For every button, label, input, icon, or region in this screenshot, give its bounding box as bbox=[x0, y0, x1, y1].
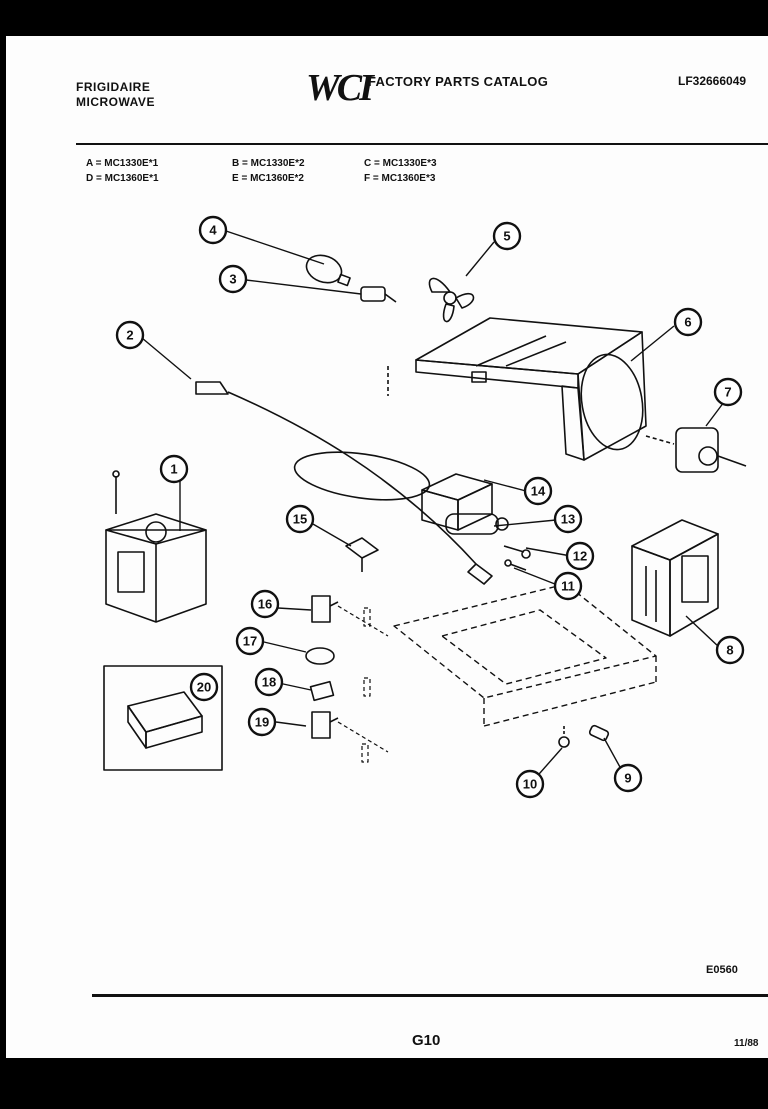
base-plate-outline bbox=[393, 583, 657, 727]
brand-name: FRIGIDAIRE bbox=[76, 80, 151, 94]
part-callout: 17 bbox=[235, 626, 265, 656]
exploded-parts-diagram: 1 2 3 4 5 6 7 8 9 10 11 bbox=[103, 215, 747, 799]
catalog-number: LF32666049 bbox=[678, 74, 747, 88]
air-duct-bracket-part bbox=[387, 317, 647, 461]
model-column-1: A = MC1330E*1 D = MC1360E*1 bbox=[86, 156, 159, 186]
catalog-page: FRIGIDAIRE MICROWAVE WCI FACTORY PARTS C… bbox=[6, 36, 768, 1058]
clip-part bbox=[345, 537, 379, 572]
model-column-3: C = MC1330E*3 F = MC1360E*3 bbox=[364, 156, 437, 186]
part-callout: 3 bbox=[218, 264, 248, 294]
part-callout: 4 bbox=[198, 215, 228, 245]
brand-block: FRIGIDAIRE MICROWAVE bbox=[76, 80, 155, 110]
callout-number: 12 bbox=[573, 549, 587, 564]
page-number: G10 bbox=[412, 1032, 441, 1049]
callout-number: 19 bbox=[255, 715, 269, 730]
model-column-2: B = MC1330E*2 E = MC1360E*2 bbox=[232, 156, 305, 186]
door-switch-part bbox=[309, 680, 335, 702]
capacitor-part bbox=[445, 513, 509, 535]
switch-mounting-slots bbox=[337, 605, 389, 763]
part-callout: 11 bbox=[553, 571, 583, 601]
model-code: C = MC1330E*3 bbox=[364, 158, 437, 169]
callout-number: 20 bbox=[197, 680, 211, 695]
callout-number: 3 bbox=[229, 272, 236, 287]
catalog-title: FACTORY PARTS CATALOG bbox=[368, 74, 549, 89]
callout-number: 9 bbox=[624, 771, 631, 786]
fan-blade-part bbox=[428, 277, 475, 323]
model-code: A = MC1330E*1 bbox=[86, 158, 159, 169]
part-callout: 18 bbox=[254, 667, 284, 697]
monitor-switch-part bbox=[311, 711, 339, 739]
callout-number: 16 bbox=[258, 597, 272, 612]
control-panel-box bbox=[103, 665, 223, 771]
lamp-socket-part bbox=[360, 286, 397, 303]
model-code: E = MC1360E*2 bbox=[232, 173, 304, 184]
callout-number: 1 bbox=[170, 462, 177, 477]
callout-number: 5 bbox=[503, 229, 510, 244]
drawing-code: E0560 bbox=[706, 964, 738, 976]
part-callout: 5 bbox=[492, 221, 522, 251]
part-callout: 20 bbox=[189, 672, 219, 702]
base-screw-part bbox=[558, 726, 570, 748]
part-callout: 19 bbox=[247, 707, 277, 737]
callout-number: 2 bbox=[126, 328, 133, 343]
thermostat-part bbox=[305, 647, 335, 665]
fan-motor-part bbox=[645, 427, 747, 473]
part-callout: 7 bbox=[713, 377, 743, 407]
catalog-date: 11/88 bbox=[734, 1038, 759, 1049]
model-code: D = MC1360E*1 bbox=[86, 173, 159, 184]
part-callout: 16 bbox=[250, 589, 280, 619]
part-callout: 14 bbox=[523, 476, 553, 506]
callout-number: 11 bbox=[561, 579, 575, 594]
part-callout: 15 bbox=[285, 504, 315, 534]
callout-number: 8 bbox=[726, 643, 733, 658]
model-code: B = MC1330E*2 bbox=[232, 158, 305, 169]
magnetron-part bbox=[105, 470, 207, 623]
wire-harness-part bbox=[195, 381, 493, 585]
screw-part bbox=[504, 559, 527, 571]
part-callout: 10 bbox=[515, 769, 545, 799]
part-callout: 1 bbox=[159, 454, 189, 484]
callout-number: 7 bbox=[724, 385, 731, 400]
part-callout: 9 bbox=[613, 763, 643, 793]
callout-number: 6 bbox=[684, 315, 691, 330]
callout-number: 14 bbox=[531, 484, 546, 499]
footer-divider bbox=[92, 994, 768, 997]
diode-part bbox=[503, 545, 531, 559]
model-code: F = MC1360E*3 bbox=[364, 173, 436, 184]
product-type: MICROWAVE bbox=[76, 95, 155, 109]
part-callout: 13 bbox=[553, 504, 583, 534]
transformer-part bbox=[631, 519, 719, 637]
callout-number: 18 bbox=[262, 675, 276, 690]
callout-number: 10 bbox=[523, 777, 537, 792]
part-callout: 8 bbox=[715, 635, 745, 665]
leader-lines bbox=[141, 230, 731, 783]
part-callout: 2 bbox=[115, 320, 145, 350]
callout-number: 15 bbox=[293, 512, 307, 527]
part-callout: 12 bbox=[565, 541, 595, 571]
callout-number: 4 bbox=[209, 223, 217, 238]
callout-number: 13 bbox=[561, 512, 575, 527]
interlock-switch-part bbox=[311, 595, 339, 623]
part-callout: 6 bbox=[673, 307, 703, 337]
wci-logo: WCI bbox=[306, 67, 374, 109]
callout-number: 17 bbox=[243, 634, 257, 649]
header-divider bbox=[76, 143, 768, 145]
light-bulb-part bbox=[305, 254, 351, 287]
rubber-foot-part bbox=[588, 724, 610, 742]
